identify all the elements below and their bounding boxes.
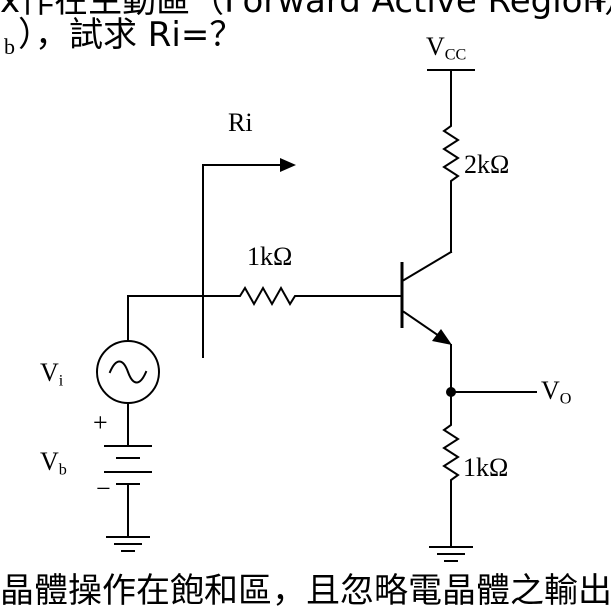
vb-plus-label: + [93, 408, 108, 437]
question-line1-partial: x作在主動區（Forward Active Region） [0, 0, 611, 21]
vi-label: Vi [40, 358, 64, 390]
question-line1-edge-char: + [588, 0, 608, 21]
base-resistor-label: 1kΩ [247, 242, 293, 271]
collector-resistor [442, 115, 460, 253]
ground-icon-right [429, 546, 473, 562]
footer-partial-text: 晶體操作在飽和區，且忽略電晶體之輸出 [0, 571, 611, 611]
vo-label: VO [541, 376, 572, 408]
emitter-resistor-label: 1kΩ [463, 453, 509, 482]
ri-label: Ri [228, 108, 253, 137]
ac-voltage-source-icon [108, 360, 148, 384]
circuit-diagram [96, 69, 537, 562]
ri-arrow-icon [280, 158, 296, 172]
collector-resistor-label: 2kΩ [464, 150, 510, 179]
emitter-lead [402, 310, 444, 340]
question-line2: ），試求 Ri=？ [18, 15, 244, 55]
ground-icon [106, 536, 150, 552]
vcc-label: VCC [426, 32, 467, 64]
emitter-resistor [442, 391, 460, 546]
base-resistor [231, 285, 403, 307]
question-line2-subscript: b [4, 34, 15, 59]
collector-lead [402, 250, 453, 282]
vb-minus-label: − [96, 474, 111, 503]
vb-label: Vb [40, 447, 67, 479]
emitter-arrow-icon [432, 329, 452, 345]
